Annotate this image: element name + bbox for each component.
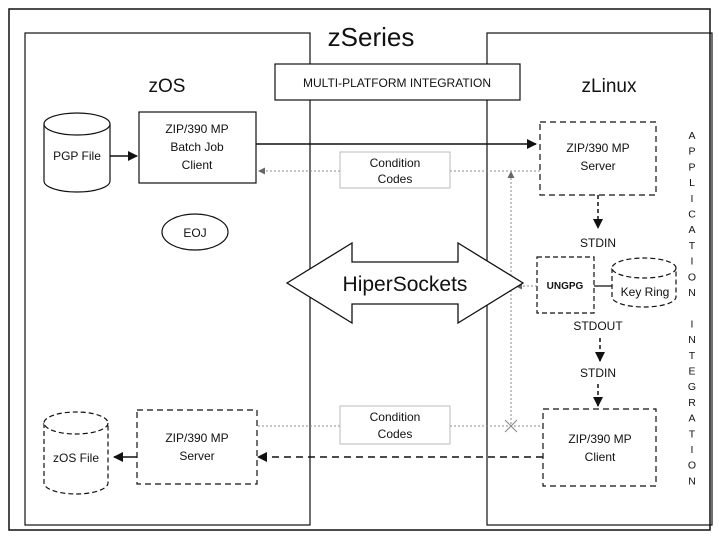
eoj-label: EOJ <box>183 226 206 240</box>
stdin-label-1: STDIN <box>580 236 616 250</box>
zos-file-cylinder <box>43 411 109 495</box>
diagram-title: zSeries <box>328 22 415 52</box>
condition-codes-bottom-line1: Condition <box>370 410 421 424</box>
side-label-letter: T <box>689 428 696 440</box>
condition-codes-top-line2: Codes <box>378 172 413 186</box>
batch-client-box <box>138 111 257 184</box>
side-label-letter: A <box>688 130 695 142</box>
side-label-letter: N <box>688 475 696 487</box>
mp-server-right-line2: Server <box>580 159 615 173</box>
key-ring-label: Key Ring <box>621 285 670 299</box>
side-label-letter: I <box>691 256 694 268</box>
stdin-label-2: STDIN <box>580 366 616 380</box>
side-label-letter: A <box>688 224 695 236</box>
eoj-ellipse <box>161 213 229 251</box>
mp-client-right-line1: ZIP/390 MP <box>568 432 631 446</box>
mp-server-right-box <box>539 121 657 196</box>
side-label-letter: I <box>691 444 694 456</box>
condition-codes-bottom-line2: Codes <box>378 427 413 441</box>
pgp-file-cylinder <box>43 112 111 193</box>
hipersockets-label: HiperSockets <box>343 273 468 296</box>
integration-box <box>274 63 521 101</box>
stdout-label: STDOUT <box>573 319 623 333</box>
mp-server-left-line2: Server <box>179 449 214 463</box>
side-label-letter: P <box>688 161 695 173</box>
ungpg-label: UNGPG <box>547 281 584 292</box>
side-label-letter: O <box>688 460 696 472</box>
key-ring-cylinder <box>611 257 677 308</box>
side-label-letter: R <box>688 397 696 409</box>
side-label-letter: C <box>688 209 696 221</box>
batch-client-line3: Client <box>182 158 213 172</box>
side-label-letter: I <box>691 193 694 205</box>
batch-client-line2: Batch Job <box>170 140 224 154</box>
ungpg-box <box>536 256 595 314</box>
side-label-letter: I <box>691 318 694 330</box>
side-label-letter: L <box>689 177 695 189</box>
side-label-letter: O <box>688 271 696 283</box>
side-label-letter: G <box>688 381 696 393</box>
batch-client-line1: ZIP/390 MP <box>165 122 228 136</box>
side-label-letter: N <box>688 287 696 299</box>
side-label-letter: E <box>688 366 695 378</box>
mp-client-right-box <box>542 408 657 487</box>
side-label-letter: N <box>688 334 696 346</box>
zlinux-panel-title: zLinux <box>582 76 637 97</box>
side-label-letter: T <box>689 350 696 362</box>
integration-label: MULTI-PLATFORM INTEGRATION <box>303 76 491 90</box>
pgp-file-label: PGP File <box>53 149 101 163</box>
side-label-letter: T <box>689 240 696 252</box>
cross-mark-b <box>504 419 518 433</box>
mp-client-right-line2: Client <box>585 450 616 464</box>
condition-codes-top-box <box>339 151 451 189</box>
hipersockets-arrow <box>285 241 525 325</box>
zos-file-label: zOS File <box>53 451 99 465</box>
condition-codes-bottom-box <box>339 405 451 445</box>
mp-server-left-box <box>136 409 258 485</box>
zos-panel-title: zOS <box>149 76 186 97</box>
mp-server-left-line1: ZIP/390 MP <box>165 431 228 445</box>
condition-codes-top-line1: Condition <box>370 156 421 170</box>
side-label-letter: A <box>688 413 695 425</box>
mp-server-right-line1: ZIP/390 MP <box>566 141 629 155</box>
side-label-letter: P <box>688 146 695 158</box>
